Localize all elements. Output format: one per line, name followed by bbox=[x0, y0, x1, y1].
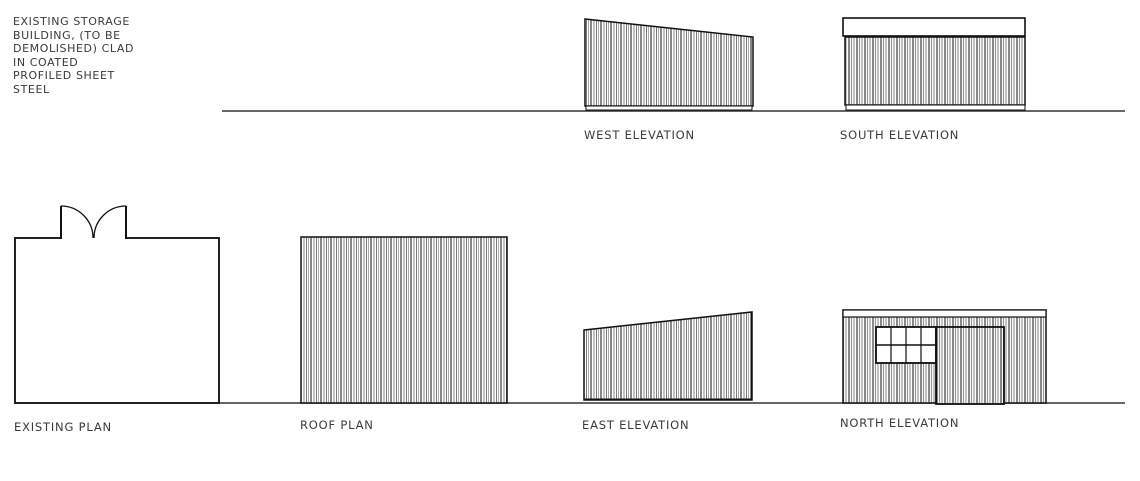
window bbox=[875, 326, 937, 364]
note-line: PROFILED SHEET bbox=[13, 69, 115, 82]
note-line: BUILDING, (TO BE bbox=[13, 28, 121, 42]
note-line: EXISTING STORAGE bbox=[13, 15, 130, 28]
south-elevation-label: SOUTH ELEVATION bbox=[840, 128, 960, 142]
east-elevation-drawing bbox=[583, 311, 753, 401]
existing-plan-label: EXISTING PLAN bbox=[14, 420, 112, 434]
door bbox=[935, 326, 1005, 405]
roof-plan-drawing bbox=[300, 236, 508, 404]
annotation-note: EXISTING STORAGE BUILDING, (TO BE DEMOLI… bbox=[13, 15, 134, 96]
note-line: IN COATED bbox=[13, 55, 79, 69]
note-line: STEEL bbox=[13, 82, 50, 96]
west-elevation-drawing bbox=[584, 18, 754, 111]
north-elevation-drawing bbox=[842, 309, 1047, 405]
east-elevation-label: EAST ELEVATION bbox=[582, 418, 690, 432]
north-elevation-label: NORTH ELEVATION bbox=[840, 416, 960, 430]
existing-plan-drawing bbox=[14, 205, 220, 404]
south-elevation-drawing bbox=[842, 17, 1026, 111]
west-elevation-label: WEST ELEVATION bbox=[584, 128, 695, 142]
roof-plan-label: ROOF PLAN bbox=[300, 418, 374, 432]
note-line: DEMOLISHED) CLAD bbox=[13, 42, 135, 55]
